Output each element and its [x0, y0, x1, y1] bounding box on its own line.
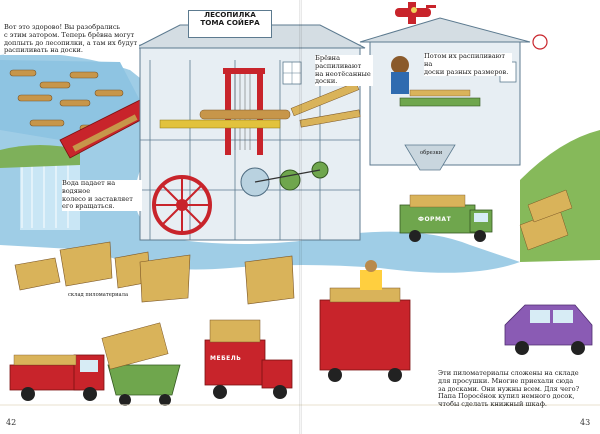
furniture-truck-label: МЕБЕЛЬ [210, 355, 242, 362]
text-line: распиливают [315, 61, 362, 70]
red-lumber-machine [319, 260, 411, 382]
text-planing: Потом их распиливают на доски разных раз… [424, 52, 512, 77]
sign-line-1: ЛЕСОПИЛКА [204, 10, 256, 19]
text-line: доски разных размеров. [424, 67, 509, 76]
text-logs-sawn: Брёвна распиливают на неотёсанные доски. [315, 54, 373, 87]
page-number-left: 42 [6, 418, 17, 427]
text-line: за досками. Они нужны всем. Для чего? [438, 384, 580, 393]
airplane [395, 2, 436, 24]
text-line: Брёвна [315, 54, 341, 62]
sign-line-2: ТОМА СОЙЕРА [200, 18, 260, 28]
text-line: Потом их распиливают на [424, 52, 506, 68]
lumber-stacks-right [519, 189, 573, 251]
red-truck-left [9, 354, 105, 401]
format-truck-label: ФОРМАТ [418, 216, 452, 223]
text-water-wheel: Вода падает на водяное колесо и заставля… [62, 179, 142, 212]
text-line: колесо и заставляет [62, 194, 133, 203]
scraps-label: обрезки [420, 150, 443, 156]
mill-sign: ЛЕСОПИЛКА ТОМА СОЙЕРА [188, 10, 272, 38]
green-cart-middle [101, 322, 181, 406]
text-line: с этим затором. Теперь брёвна могут [4, 30, 135, 39]
text-line: Вот это здорово! Вы разобрались [4, 23, 121, 31]
text-line: на неотёсанные [315, 69, 371, 78]
purple-car [504, 304, 593, 355]
page-number-right: 43 [580, 418, 591, 427]
book-gutter [299, 0, 302, 434]
text-top-left: Вот это здорово! Вы разобрались с этим з… [4, 23, 139, 56]
lumber-stacks-storage [14, 241, 295, 305]
water-wheel [152, 175, 212, 235]
text-line: чтобы сделать книжный шкаф. [438, 400, 547, 409]
grass-left [0, 145, 80, 168]
text-line: Эти пиломатериалы сложены на складе [438, 369, 579, 377]
text-line: доски. [315, 77, 338, 86]
text-line: Вода падает на водяное [62, 179, 116, 195]
gear-green [279, 169, 301, 191]
text-line: доплыть до лесопилки, а там их будут [4, 38, 138, 47]
text-line: Папа Поросёнок купил немного досок, [438, 392, 575, 401]
text-bottom-right: Эти пиломатериалы сложены на складе для … [438, 369, 588, 409]
storage-label: склад пиломатериала [68, 292, 129, 298]
format-truck [399, 194, 493, 242]
text-line: его вращаться. [62, 202, 115, 211]
furniture-truck [204, 319, 293, 399]
text-line: распиливать на доски. [4, 46, 83, 55]
floating-logs [9, 69, 124, 132]
text-line: для просушки. Многие приехали сюда [438, 376, 574, 385]
finishing-building [359, 17, 548, 171]
